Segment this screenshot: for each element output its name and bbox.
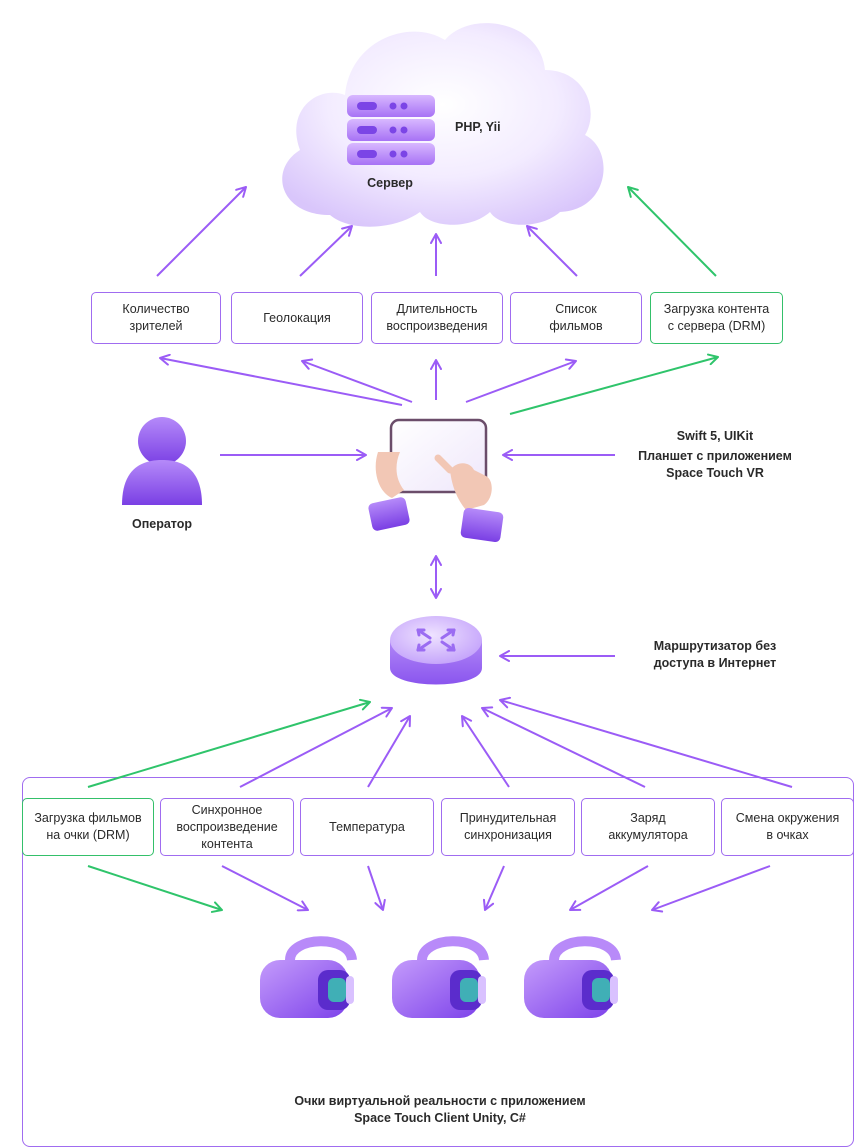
box-label: Загрузка фильмов на очки (DRM) <box>34 811 142 842</box>
arrow-force-sync-to-router <box>461 715 510 788</box>
arrow-force-sync-to-glasses <box>482 865 505 911</box>
box-environment: Смена окружения в очках <box>721 798 854 856</box>
arrow-sync-play-to-router <box>239 706 393 788</box>
server-tech-label: PHP, Yii <box>455 120 501 134</box>
operator-label: Оператор <box>131 517 193 531</box>
box-sync-playback: Синхронное воспроизведение контента <box>160 798 294 856</box>
tablet-icon <box>368 418 504 542</box>
box-film-list: Список фильмов <box>510 292 642 344</box>
vr-headset-icon <box>524 936 621 1018</box>
arrow-sync-play-to-glasses <box>221 865 309 912</box>
box-playback-duration: Длительность воспроизведения <box>371 292 503 344</box>
box-label: Заряд аккумулятора <box>608 811 688 842</box>
box-label: Загрузка контента с сервера (DRM) <box>663 302 770 333</box>
box-content-download: Загрузка контента с сервера (DRM) <box>650 292 783 344</box>
box-viewers-count: Количество зрителей <box>91 292 221 344</box>
box-battery: Заряд аккумулятора <box>581 798 715 856</box>
arrow-tablet-to-download <box>509 353 719 415</box>
box-label: Список фильмов <box>549 302 603 333</box>
server-label: Сервер <box>367 176 413 190</box>
router-icon <box>390 616 482 685</box>
arrow-viewers-to-server <box>156 186 247 277</box>
arrow-battery-to-router <box>481 706 646 788</box>
box-label: Количество зрителей <box>122 302 190 333</box>
vr-headset-icon <box>392 936 489 1018</box>
arrow-temp-to-glasses <box>367 865 386 911</box>
box-label: Температура <box>329 819 405 834</box>
arrow-env-to-glasses <box>651 865 771 913</box>
cloud-icon <box>282 23 604 227</box>
box-label: Длительность воспроизведения <box>386 302 488 333</box>
box-geolocation: Геолокация <box>231 292 363 344</box>
glasses-description: Очки виртуальной реальности с приложение… <box>294 1094 586 1125</box>
arrow-tablet-to-geo <box>301 358 413 403</box>
server-icon <box>347 95 435 165</box>
box-label: Геолокация <box>263 310 331 325</box>
router-description: Маршрутизатор без доступа в Интернет <box>653 639 777 670</box>
vr-headset-icon <box>260 936 357 1018</box>
arrow-env-to-router <box>499 696 793 788</box>
tablet-tech-label: Swift 5, UIKit <box>676 429 754 443</box>
arrow-tablet-to-films <box>465 358 577 403</box>
arrow-battery-to-glasses <box>569 865 649 911</box>
tablet-description: Планшет с приложением Space Touch VR <box>638 449 792 480</box>
box-label: Синхронное воспроизведение контента <box>176 802 278 851</box>
arrow-download-to-server <box>627 186 717 277</box>
arrow-tablet-to-viewers <box>159 353 403 406</box>
operator-icon <box>122 417 202 505</box>
arrow-films-drm-to-router <box>87 698 371 788</box>
box-films-drm: Загрузка фильмов на очки (DRM) <box>22 798 154 856</box>
box-force-sync: Принудительная синхронизация <box>441 798 575 856</box>
arrow-films-drm-to-glasses <box>87 865 223 913</box>
box-label: Принудительная синхронизация <box>459 811 557 842</box>
arrow-temp-to-router <box>367 715 411 788</box>
box-temperature: Температура <box>300 798 434 856</box>
arrow-geo-to-server <box>299 225 353 277</box>
box-label: Смена окружения в очках <box>735 811 840 842</box>
arrow-films-to-server <box>526 225 578 277</box>
